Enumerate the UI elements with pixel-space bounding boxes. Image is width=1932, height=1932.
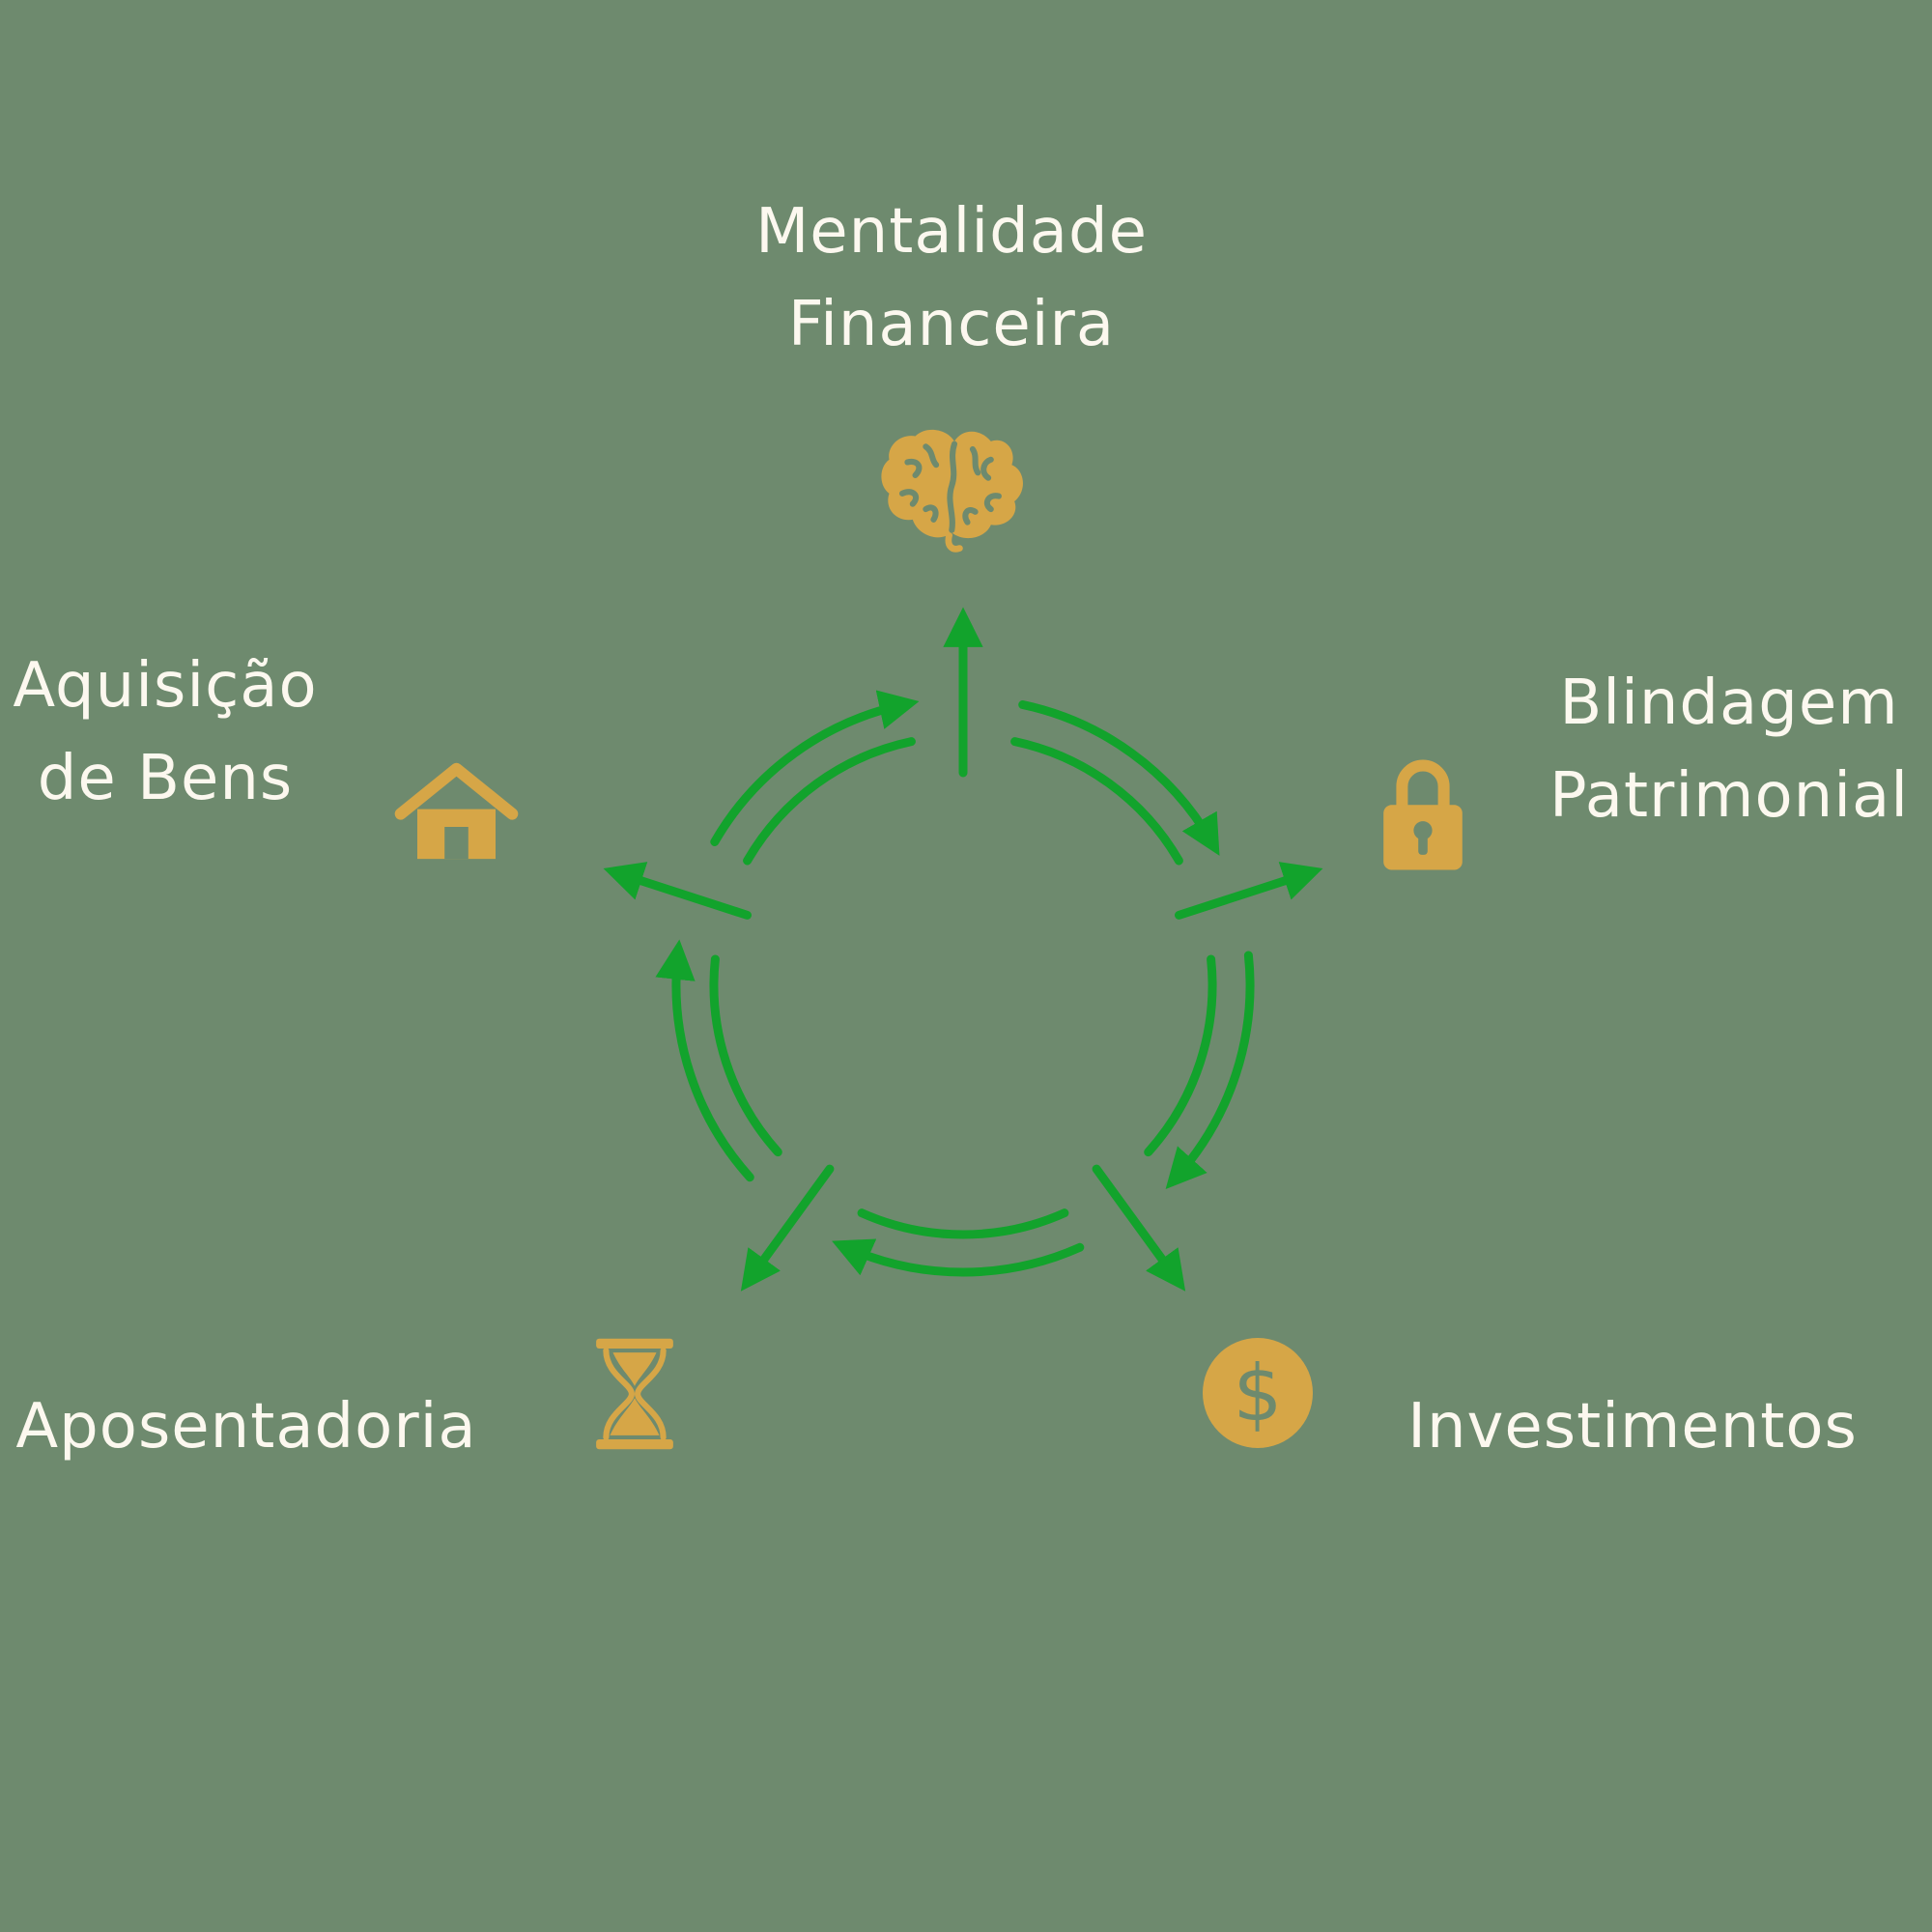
node-aposentadoria-label: Aposentadoria: [15, 1388, 476, 1465]
node-label-line: Patrimonial: [1549, 760, 1909, 832]
node-label-line: Blindagem: [1559, 668, 1899, 739]
node-label-line: Aquisição: [13, 650, 318, 722]
node-mentalidade-label: Mentalidade Financeira: [755, 185, 1148, 371]
lock-icon: [1383, 759, 1463, 870]
node-aquisicao-label: Aquisição de Bens: [13, 639, 317, 825]
node-label-line: Financeira: [787, 289, 1116, 360]
node-label-line: de Bens: [37, 743, 294, 814]
node-investimentos-label: Investimentos: [1407, 1388, 1858, 1465]
brain-icon: [881, 429, 1023, 553]
node-blindagem-label: Blindagem Patrimonial: [1549, 657, 1909, 842]
dollar-symbol: $: [1234, 1349, 1283, 1438]
node-label-line: Investimentos: [1407, 1391, 1858, 1463]
node-label-line: Aposentadoria: [15, 1391, 477, 1463]
node-label-line: Mentalidade: [755, 196, 1148, 268]
house-icon: [394, 762, 519, 860]
hourglass-icon: [596, 1338, 673, 1450]
dollar-coin-icon: $: [1203, 1338, 1313, 1448]
